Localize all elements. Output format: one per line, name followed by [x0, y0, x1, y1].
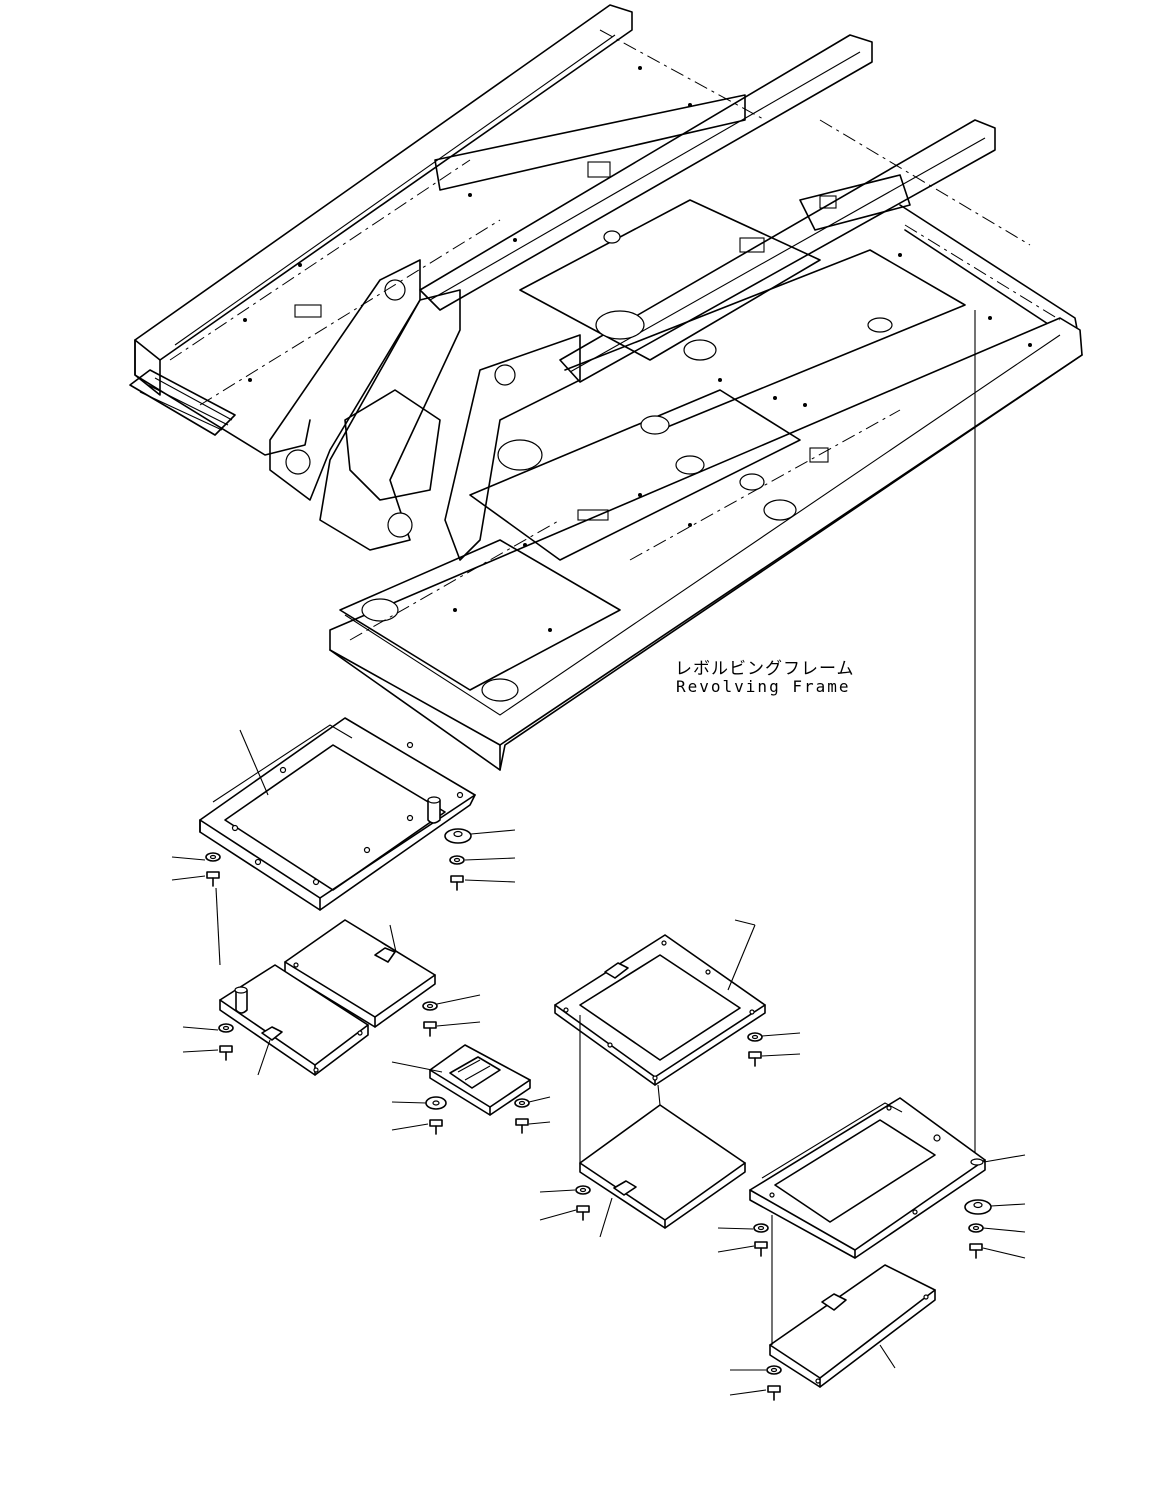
- fasteners-left-upper: [171, 828, 516, 966]
- fasteners-middle: [539, 1032, 801, 1221]
- cover-plate-left-upper: [199, 717, 476, 911]
- connector-plate: [391, 1044, 551, 1135]
- revolving-frame-label-en: Revolving Frame: [676, 677, 851, 696]
- revolving-frame: [129, 4, 1083, 771]
- cover-plates-left-middle: [219, 919, 436, 1076]
- cover-plate-middle-lower: [579, 1015, 746, 1238]
- cover-plate-right-lower: [769, 1215, 936, 1388]
- cover-plate-middle-upper: [554, 924, 766, 1086]
- fasteners-left-middle: [182, 994, 481, 1061]
- fasteners-right: [717, 1199, 1026, 1401]
- revolving-frame-label-jp: レボルビングフレーム: [675, 659, 855, 679]
- cover-plate-right-upper: [749, 1097, 1026, 1259]
